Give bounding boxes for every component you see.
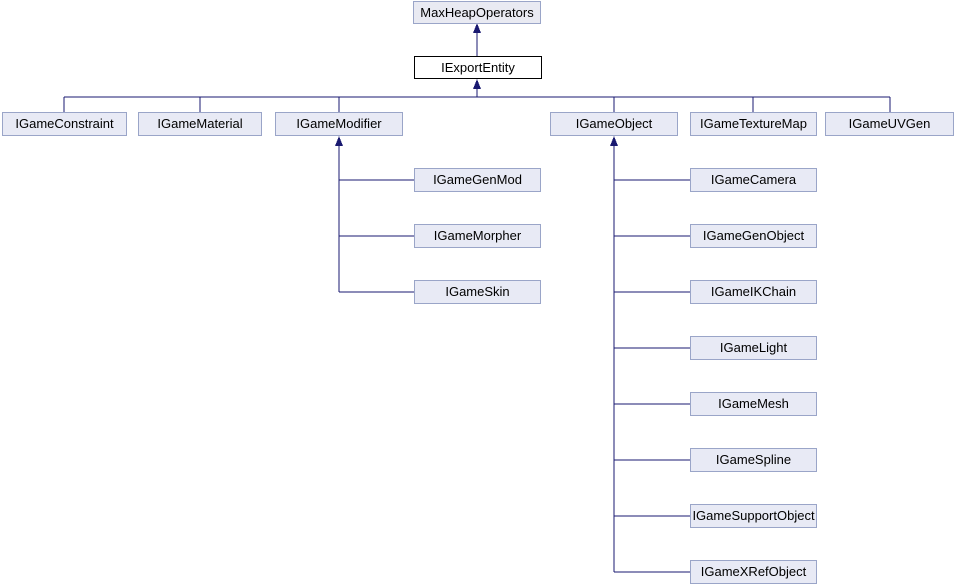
node-igame-support-object[interactable]: IGameSupportObject (690, 504, 817, 528)
node-igame-skin[interactable]: IGameSkin (414, 280, 541, 304)
node-igame-material[interactable]: IGameMaterial (138, 112, 262, 136)
node-igame-gen-mod[interactable]: IGameGenMod (414, 168, 541, 192)
node-igame-morpher[interactable]: IGameMorpher (414, 224, 541, 248)
node-max-heap-operators[interactable]: MaxHeapOperators (413, 1, 541, 24)
arrowhead-up-icon (335, 136, 343, 146)
node-igame-spline[interactable]: IGameSpline (690, 448, 817, 472)
node-igame-camera[interactable]: IGameCamera (690, 168, 817, 192)
node-igame-ik-chain[interactable]: IGameIKChain (690, 280, 817, 304)
connector-exportentity-to-maxheap (473, 23, 481, 56)
node-igame-modifier[interactable]: IGameModifier (275, 112, 403, 136)
connector-modifier-children (335, 136, 414, 293)
node-igame-object[interactable]: IGameObject (550, 112, 678, 136)
arrowhead-up-icon (473, 23, 481, 33)
arrowhead-up-icon (610, 136, 618, 146)
connector-exportentity-bus (63, 79, 891, 112)
node-igame-uv-gen[interactable]: IGameUVGen (825, 112, 954, 136)
node-igame-constraint[interactable]: IGameConstraint (2, 112, 127, 136)
node-igame-light[interactable]: IGameLight (690, 336, 817, 360)
node-i-export-entity[interactable]: IExportEntity (414, 56, 542, 79)
node-igame-xref-object[interactable]: IGameXRefObject (690, 560, 817, 584)
node-igame-mesh[interactable]: IGameMesh (690, 392, 817, 416)
connector-object-children (610, 136, 690, 573)
node-igame-texture-map[interactable]: IGameTextureMap (690, 112, 817, 136)
arrowhead-up-icon (473, 79, 481, 89)
node-igame-gen-object[interactable]: IGameGenObject (690, 224, 817, 248)
